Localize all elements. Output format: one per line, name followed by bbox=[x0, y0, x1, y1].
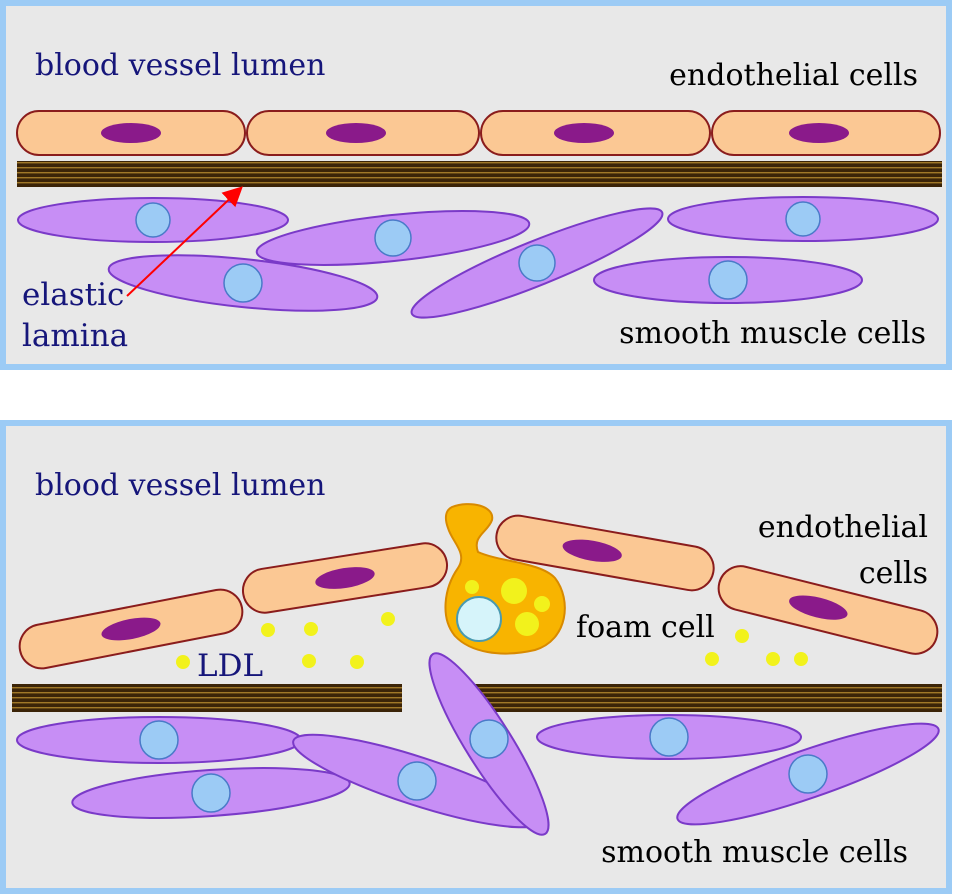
elastic-lamina-right bbox=[474, 684, 942, 712]
nucleus bbox=[135, 202, 171, 238]
nucleus bbox=[456, 596, 502, 642]
smooth-muscle-cell bbox=[255, 210, 531, 266]
nucleus bbox=[326, 123, 386, 143]
endothelial-cell bbox=[246, 110, 480, 156]
ldl-particle bbox=[304, 622, 318, 636]
nucleus bbox=[469, 719, 509, 759]
nucleus bbox=[101, 617, 161, 641]
lipid-droplet bbox=[465, 580, 479, 594]
ldl-particle bbox=[705, 652, 719, 666]
nucleus bbox=[315, 567, 375, 589]
endothelial-layer bbox=[18, 514, 939, 670]
endothelial-cell bbox=[18, 588, 244, 670]
elastic-lamina-left bbox=[12, 684, 402, 712]
lumen-label: blood vessel lumen bbox=[35, 468, 325, 503]
nucleus bbox=[649, 717, 689, 757]
smooth-muscle-cell bbox=[17, 197, 289, 243]
nucleus bbox=[518, 244, 556, 282]
nucleus bbox=[708, 260, 748, 300]
pointer-arrow bbox=[126, 186, 243, 297]
nucleus bbox=[788, 754, 828, 794]
lumen-label: blood vessel lumen bbox=[35, 48, 325, 83]
ldl-particle bbox=[735, 629, 749, 643]
smooth-muscle-label: smooth muscle cells bbox=[601, 835, 908, 870]
ldl-particle bbox=[176, 655, 190, 669]
lipid-droplet bbox=[534, 596, 550, 612]
smooth-muscle-cell bbox=[593, 256, 863, 304]
endothelial-cell bbox=[717, 565, 939, 655]
nucleus bbox=[397, 761, 437, 801]
panel-normal: blood vessel lumen endothelial cells ela… bbox=[0, 0, 952, 370]
ldl-particle bbox=[766, 652, 780, 666]
smooth-muscle-cell bbox=[667, 196, 939, 242]
ldl-particle bbox=[381, 612, 395, 626]
smooth-muscle-label: smooth muscle cells bbox=[619, 316, 926, 351]
nucleus bbox=[789, 595, 848, 620]
nucleus bbox=[785, 201, 821, 237]
foam-cell-label: foam cell bbox=[576, 610, 715, 645]
nucleus bbox=[554, 123, 614, 143]
smooth-muscle-cell bbox=[16, 716, 302, 764]
smooth-muscle-cell bbox=[536, 714, 802, 760]
elastic-lamina bbox=[17, 161, 942, 187]
foam-cell bbox=[444, 503, 566, 655]
ldl-particle bbox=[350, 655, 364, 669]
ldl-particle bbox=[302, 654, 316, 668]
endothelial-cell bbox=[16, 110, 246, 156]
lamina-label: lamina bbox=[22, 318, 128, 354]
nucleus bbox=[139, 720, 179, 760]
smooth-muscle-layer bbox=[16, 652, 940, 836]
ldl-particles bbox=[176, 612, 808, 669]
endothelial-cell bbox=[711, 110, 941, 156]
ldl-label: LDL bbox=[197, 648, 263, 684]
nucleus bbox=[374, 219, 412, 257]
ldl-particle bbox=[261, 623, 275, 637]
nucleus bbox=[223, 263, 263, 303]
smooth-muscle-layer bbox=[17, 196, 939, 319]
endothelial-layer bbox=[16, 110, 941, 156]
endothelial-cell bbox=[241, 542, 449, 614]
lipid-droplet bbox=[515, 612, 539, 636]
nucleus bbox=[101, 123, 161, 143]
smooth-muscle-cell bbox=[71, 767, 351, 819]
smooth-muscle-cell bbox=[428, 652, 550, 836]
endothelial-label-line1: endothelial bbox=[758, 510, 928, 545]
panel-atherosclerosis: blood vessel lumen endothelial cells foa… bbox=[0, 420, 952, 894]
lipid-droplet bbox=[501, 578, 527, 604]
endothelial-label-line2: cells bbox=[859, 556, 928, 591]
nucleus bbox=[562, 539, 622, 562]
smooth-muscle-cell bbox=[676, 722, 940, 826]
endothelial-cell bbox=[480, 110, 711, 156]
smooth-muscle-cell bbox=[107, 254, 379, 312]
ldl-particle bbox=[794, 652, 808, 666]
smooth-muscle-cell bbox=[410, 207, 664, 319]
nucleus bbox=[789, 123, 849, 143]
elastic-label: elastic bbox=[22, 277, 124, 313]
endothelial-label: endothelial cells bbox=[669, 58, 918, 93]
nucleus bbox=[191, 773, 231, 813]
endothelial-cell bbox=[495, 514, 715, 592]
